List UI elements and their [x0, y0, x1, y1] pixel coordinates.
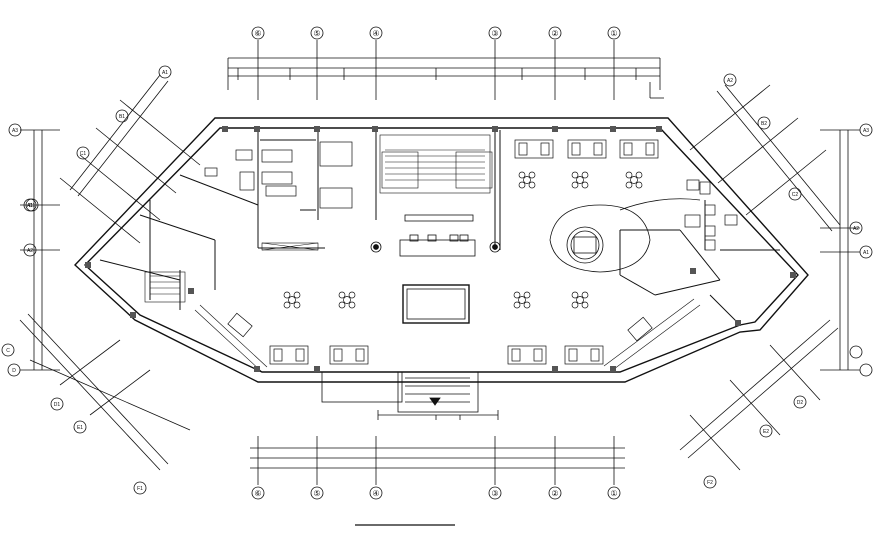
columns	[370, 241, 501, 253]
bottom-axis-label: ⑤	[313, 489, 320, 498]
right-axis-label: A2	[853, 226, 859, 232]
diag-axis-label: E1	[77, 425, 83, 431]
diag-axis-label: A1	[162, 70, 168, 76]
reception-desk	[399, 214, 476, 257]
diag-axis-label: D1	[29, 203, 36, 209]
diag-axis-label: C2	[792, 192, 799, 198]
top-axis-label: ③	[491, 29, 498, 38]
top-axis-label: ①	[610, 29, 617, 38]
bottom-axis-label: ③	[491, 489, 498, 498]
round-tables	[283, 171, 643, 309]
diag-dimension-top-left	[59, 74, 201, 244]
entrance-steps	[321, 371, 479, 413]
diag-axis-label: D2	[797, 400, 804, 406]
top-axis-label: ⑥	[254, 29, 261, 38]
left-axis-label: C	[6, 348, 10, 354]
left-axis-label: A3	[12, 128, 18, 134]
spiral-stair	[549, 198, 701, 273]
diag-axis-markers-bottom-left	[50, 397, 147, 495]
diag-axis-markers-top-right	[723, 73, 802, 201]
center-stairs	[379, 134, 493, 194]
left-dimension-lines	[20, 129, 60, 371]
sofa-sets	[227, 139, 659, 365]
bottom-axis-label: ⑥	[254, 489, 261, 498]
diag-axis-markers-top-left	[25, 65, 172, 212]
bottom-axis-label: ④	[372, 489, 379, 498]
right-dimension-lines	[820, 129, 860, 371]
top-axis-label: ②	[551, 29, 558, 38]
diag-dimension-bottom-left	[19, 313, 191, 471]
left-axis-label: A1	[27, 203, 33, 209]
diag-axis-label: F1	[137, 486, 143, 492]
bottom-dimension-lines	[250, 410, 625, 485]
office-desks	[204, 149, 297, 197]
diag-dimension-bottom-right	[679, 319, 839, 471]
top-axis-label: ④	[372, 29, 379, 38]
right-axis-label: A3	[863, 128, 869, 134]
diag-dimension-top-right	[689, 84, 841, 232]
bottom-axis-label: ①	[610, 489, 617, 498]
bottom-axis-label: ②	[551, 489, 558, 498]
bottom-axis-markers	[251, 486, 621, 500]
right-axis-markers	[849, 123, 873, 377]
left-stairs	[144, 271, 186, 303]
left-axis-label: D	[12, 368, 16, 374]
diag-axis-label: F2	[707, 480, 713, 486]
diag-axis-label: D1	[54, 402, 61, 408]
axis-labels: ⑥ ⑤ ④ ③ ② ① ⑥ ⑤ ④ ③ ② ① A3 A1 A2 C D A3 …	[6, 29, 869, 498]
diag-axis-label: C1	[80, 151, 87, 157]
diag-axis-label: B1	[119, 114, 125, 120]
building-outline	[74, 117, 809, 383]
right-axis-label: A1	[863, 250, 869, 256]
diag-axis-label: E2	[763, 429, 769, 435]
display-table	[402, 284, 470, 324]
glass-partitions	[194, 242, 701, 373]
top-dimension-lines	[227, 40, 664, 100]
top-axis-markers	[251, 26, 621, 40]
interior-walls	[99, 130, 780, 326]
diag-axis-label: B2	[761, 121, 767, 127]
top-axis-label: ⑤	[313, 29, 320, 38]
left-axis-label: A2	[27, 248, 33, 254]
diag-axis-markers-bottom-right	[703, 395, 807, 489]
restroom-fixtures	[684, 179, 738, 251]
wall-columns	[85, 126, 796, 372]
diag-axis-label: A2	[727, 78, 733, 84]
